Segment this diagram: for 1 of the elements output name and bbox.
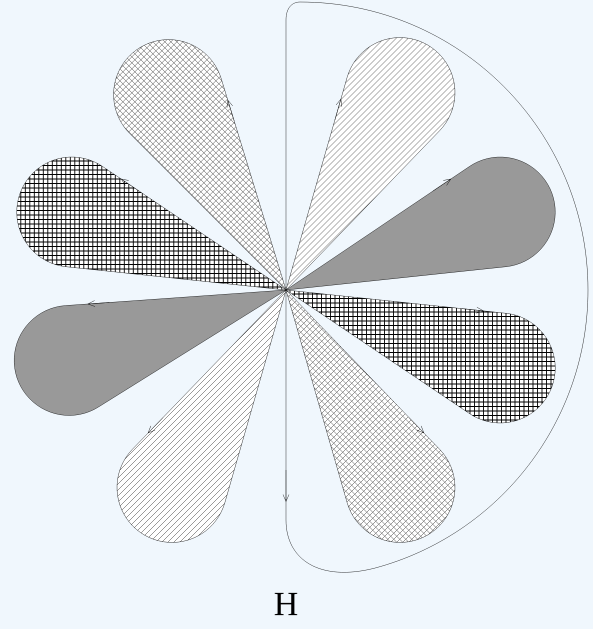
letter-label: H	[274, 592, 298, 616]
